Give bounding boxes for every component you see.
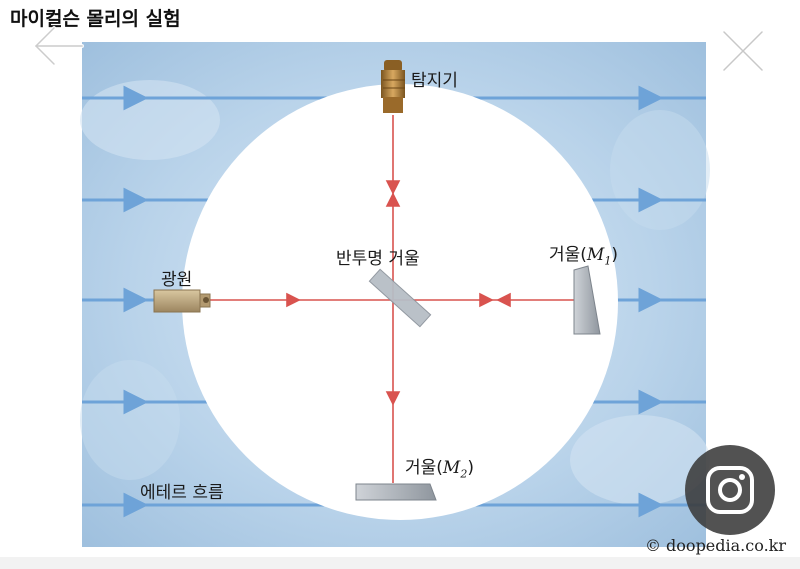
copyright-credit: © doopedia.co.kr: [644, 536, 786, 555]
ether-flow-label: 에테르 흐름: [140, 483, 224, 503]
back-arrow-icon[interactable]: [30, 24, 86, 68]
beam-splitter: [368, 268, 432, 328]
light-source: [153, 289, 211, 313]
mirror-m2: [355, 483, 437, 501]
page-title: 마이컬슨 몰리의 실험: [10, 8, 181, 30]
close-icon[interactable]: [718, 26, 768, 76]
detector-label: 탐지기: [411, 71, 458, 91]
camera-lens-icon[interactable]: [684, 444, 776, 536]
beam-splitter-label: 반투명 거울: [336, 249, 420, 269]
mirror-m2-label: 거울(M2): [405, 458, 474, 481]
bottom-bar: [0, 557, 800, 569]
mirror-m1: [573, 265, 601, 335]
mirror-m1-label: 거울(M1): [549, 245, 618, 268]
light-source-label: 광원: [161, 270, 193, 290]
detector: [381, 60, 405, 113]
